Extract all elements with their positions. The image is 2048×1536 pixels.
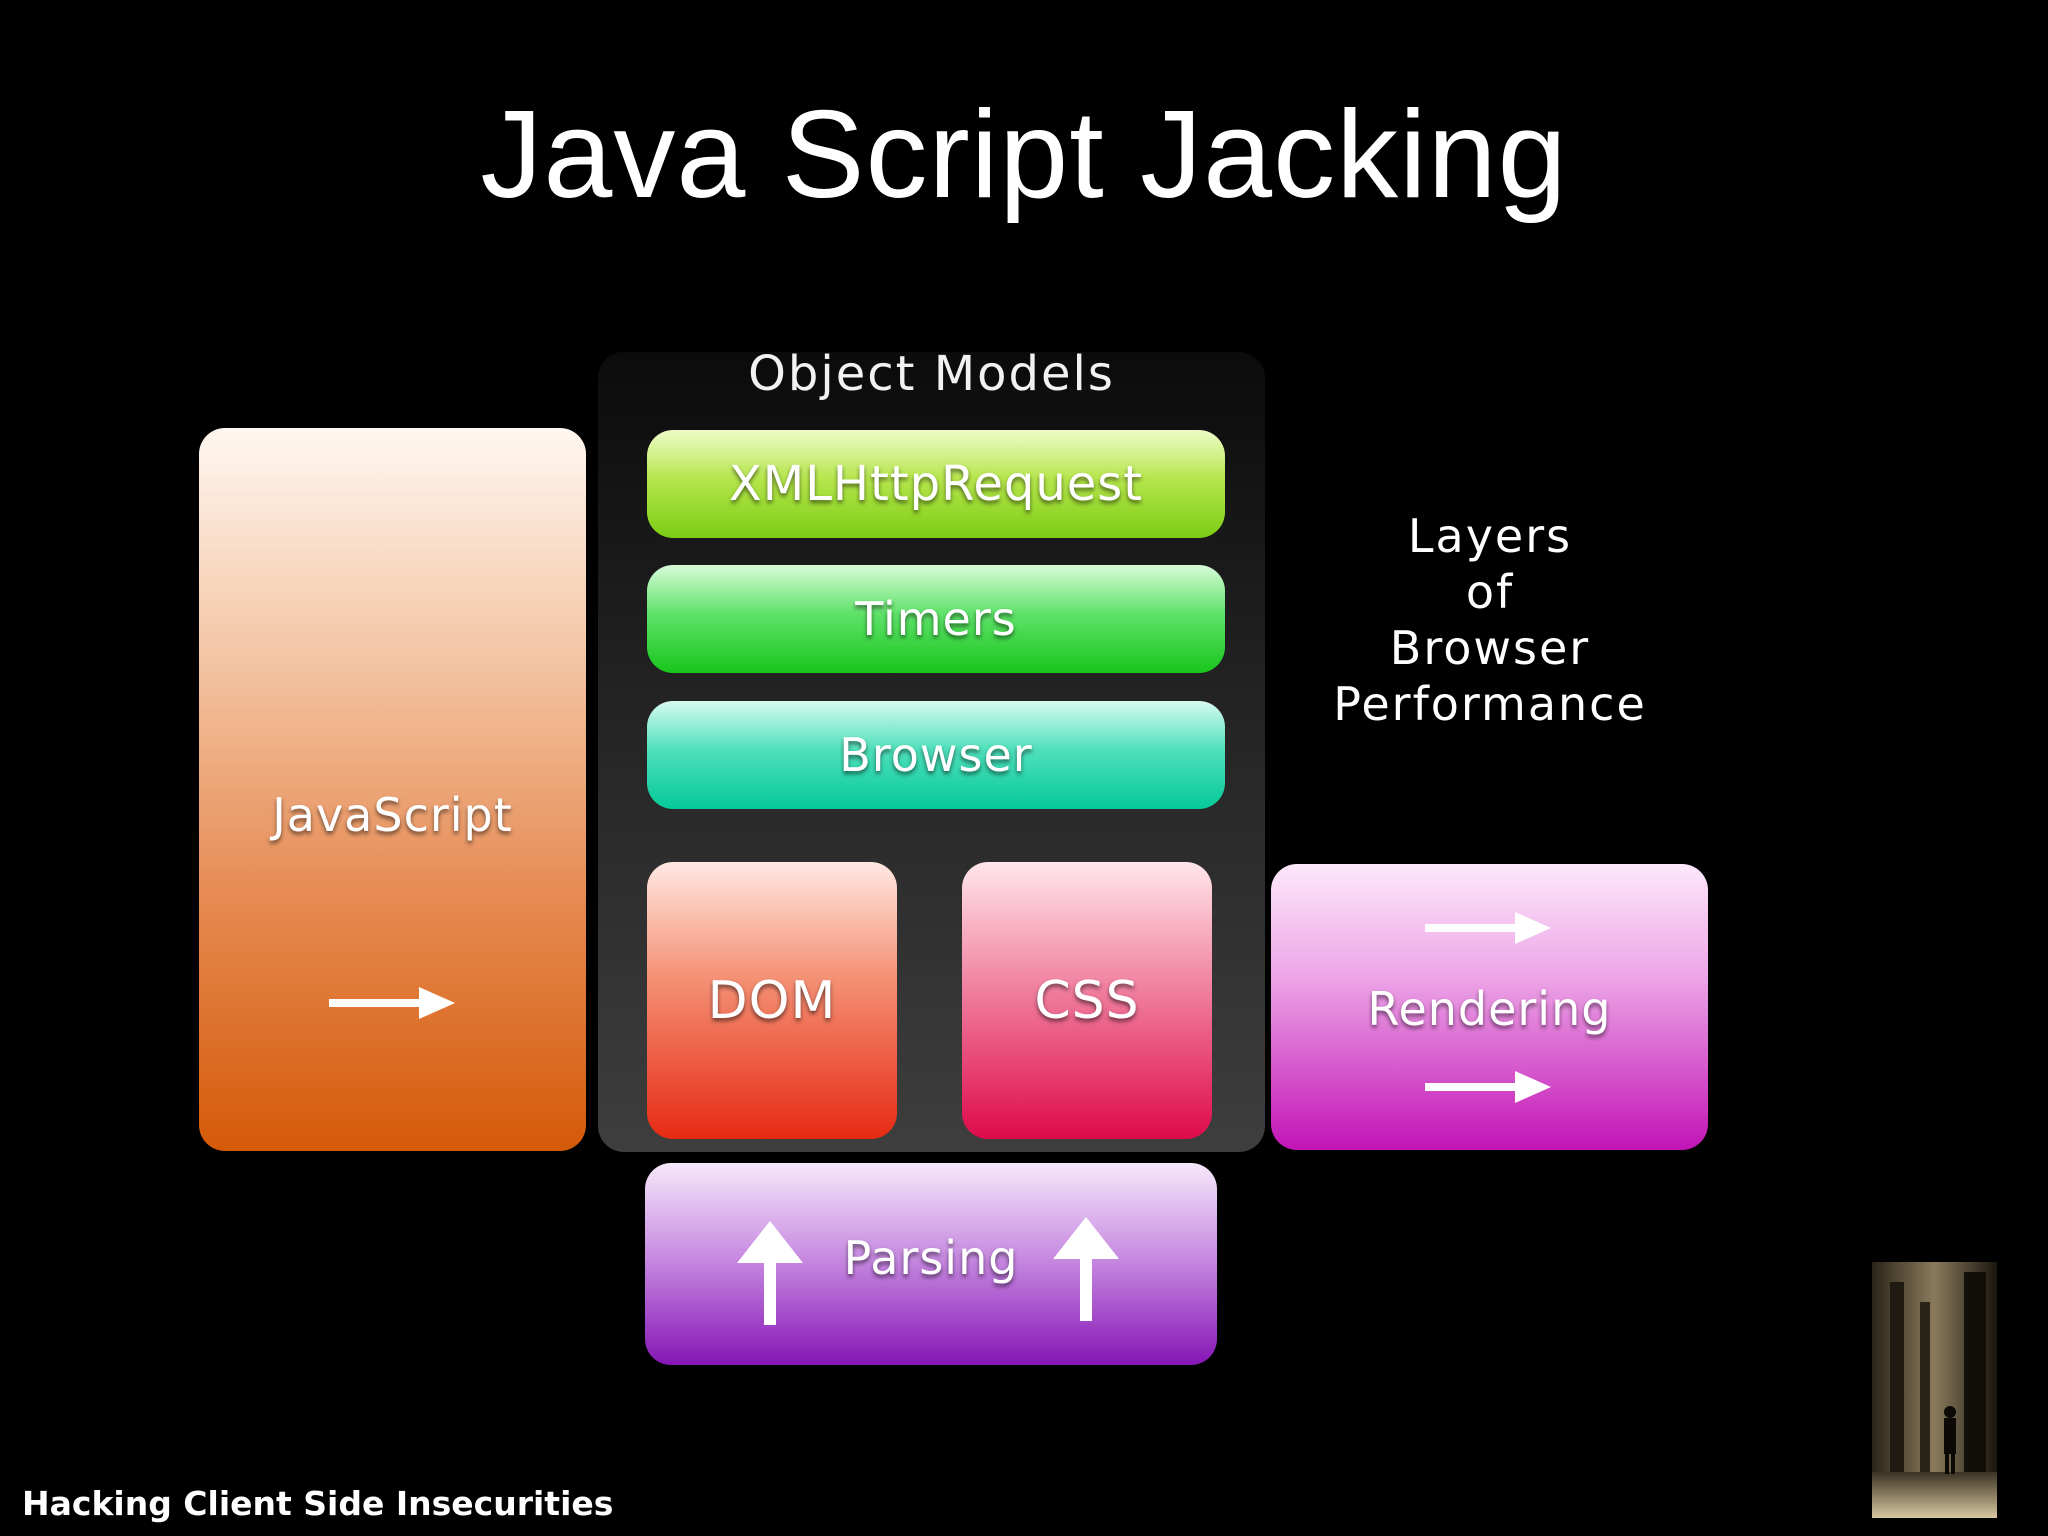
css-label: CSS xyxy=(1034,970,1140,1031)
rendering-box: Rendering xyxy=(1271,864,1708,1150)
parsing-label: Parsing xyxy=(843,1231,1019,1285)
xmlhttprequest-label: XMLHttpRequest xyxy=(728,456,1144,512)
object-models-label: Object Models xyxy=(748,346,1115,402)
browser-label: Browser xyxy=(839,728,1033,782)
caption-line: Performance xyxy=(1333,677,1647,731)
slide-title: Java Script Jacking xyxy=(480,86,1568,224)
caption-line: Browser xyxy=(1389,621,1591,675)
layers-caption: Layers of Browser Performance xyxy=(1285,508,1695,732)
up-arrow-icon xyxy=(1053,1217,1119,1321)
javascript-box: JavaScript xyxy=(199,428,586,1151)
browser-box: Browser xyxy=(647,701,1225,809)
parsing-box: Parsing xyxy=(645,1163,1217,1365)
slide-footer: Hacking Client Side Insecurities xyxy=(22,1484,614,1523)
dom-box: DOM xyxy=(647,862,897,1139)
corridor-photo xyxy=(1872,1262,1997,1518)
caption-line: of xyxy=(1465,565,1515,619)
caption-line: Layers xyxy=(1407,509,1573,563)
right-arrow-icon xyxy=(1425,1071,1551,1103)
rendering-label: Rendering xyxy=(1367,982,1612,1036)
dom-label: DOM xyxy=(707,970,837,1031)
xmlhttprequest-box: XMLHttpRequest xyxy=(647,430,1225,538)
css-box: CSS xyxy=(962,862,1212,1139)
up-arrow-icon xyxy=(737,1221,803,1325)
right-arrow-icon xyxy=(329,987,455,1019)
timers-label: Timers xyxy=(855,592,1017,646)
timers-box: Timers xyxy=(647,565,1225,673)
javascript-label: JavaScript xyxy=(272,788,513,842)
right-arrow-icon xyxy=(1425,912,1551,944)
